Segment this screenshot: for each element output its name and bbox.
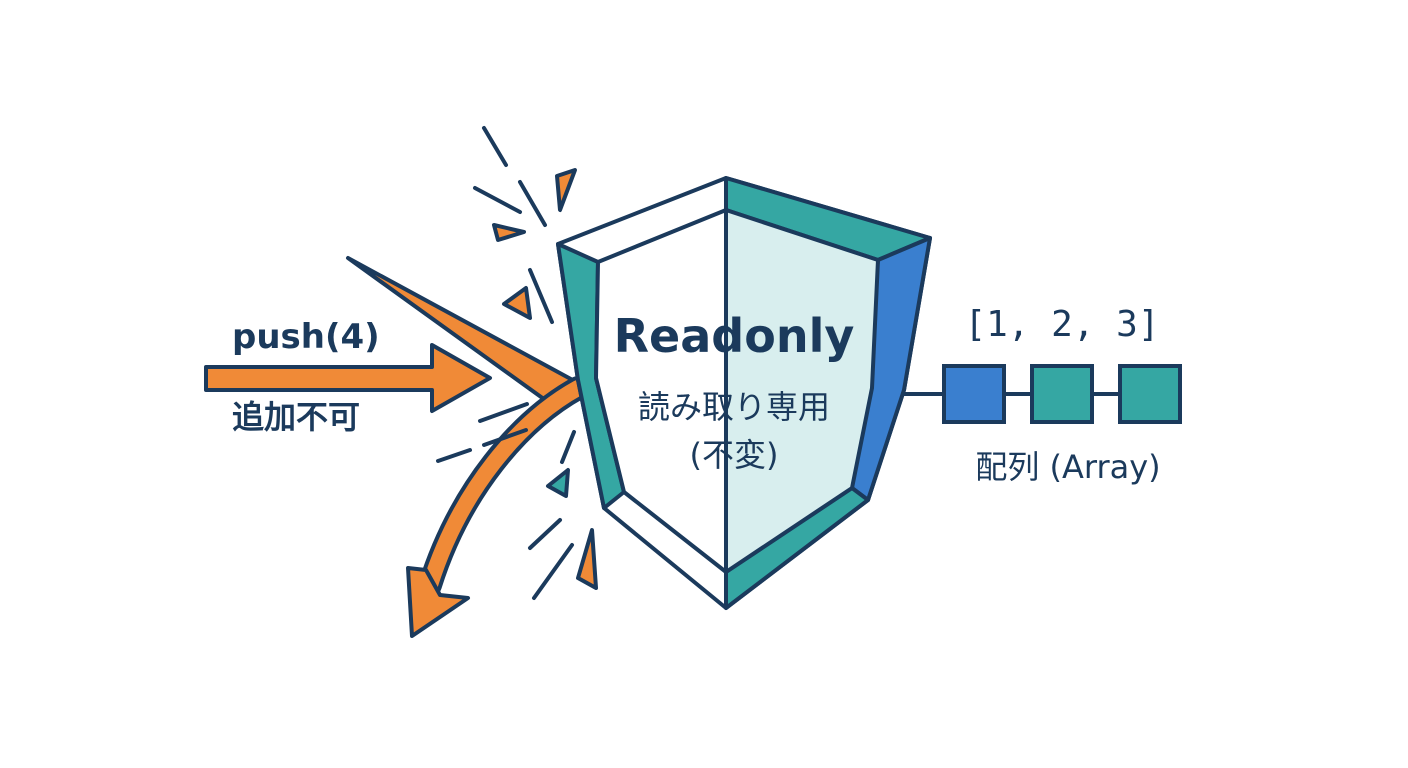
impact-shards: [492, 168, 598, 590]
push-denied-label: 追加不可: [232, 398, 360, 436]
shield-face-left: [594, 208, 728, 574]
shield-face-right: [724, 208, 880, 574]
shield-subtitle: 読み取り専用: [638, 388, 830, 426]
arrow-right-icon: [204, 343, 492, 413]
array-cell: [942, 364, 1006, 424]
array-chain: [904, 364, 1182, 424]
push-arrow: [204, 343, 492, 413]
deflection-arrow: [346, 256, 590, 638]
array-caption: 配列 (Array): [975, 448, 1160, 486]
impact-burst-icon: [436, 126, 576, 600]
deflected-shaft-fill: [422, 380, 586, 593]
arrow-down-left-icon: [406, 566, 470, 638]
array-cell: [1030, 364, 1094, 424]
shield-note: (不変): [690, 436, 779, 474]
array-cell: [1118, 364, 1182, 424]
shield-icon: [556, 176, 932, 610]
shield-title: Readonly: [614, 309, 855, 363]
array-literal: [1, 2, 3]: [964, 304, 1159, 345]
push-call-label: push(4): [232, 317, 380, 357]
